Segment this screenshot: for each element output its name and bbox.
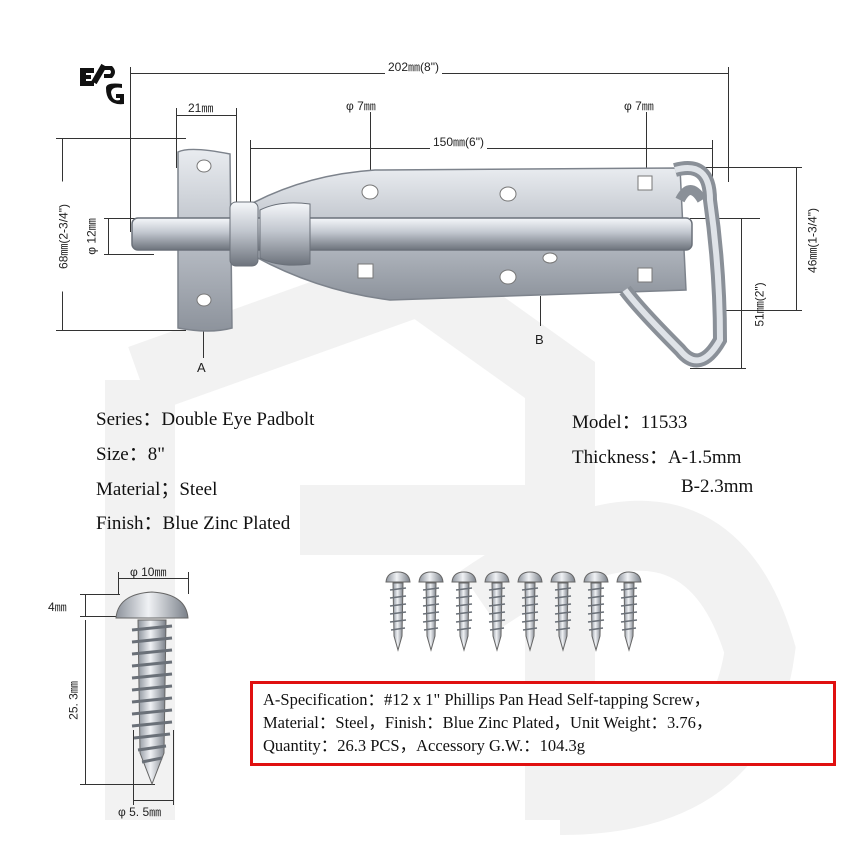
screw-set-image: [385, 571, 642, 651]
label-b: B: [535, 332, 544, 347]
hook-height-label: 46㎜(1-3/4"): [805, 208, 820, 273]
spec-thickness-b: B-2.3mm: [681, 476, 754, 497]
hook-drop-label: 51㎜(2"): [752, 282, 767, 327]
brand-logo: [80, 63, 124, 105]
screw-length: 25. 3㎜: [66, 681, 81, 720]
screw-detail-image: [115, 591, 189, 786]
bolt-length-label: 150㎜(6"): [430, 133, 487, 150]
overall-height-label: 68㎜(2-3/4"): [54, 181, 72, 292]
spec-material: Material；Steel: [96, 479, 218, 500]
accessory-spec-box: A-Specification：#12 x 1" Phillips Pan He…: [250, 681, 836, 766]
screw-head-height: 4㎜: [48, 600, 67, 614]
spec-series: Series：Double Eye Padbolt: [96, 409, 315, 430]
bolt-diameter-label: φ 12㎜: [84, 218, 99, 255]
hole-left-label: φ 7㎜: [346, 99, 376, 113]
hole-right-label: φ 7㎜: [624, 99, 654, 113]
spec-size: Size：8": [96, 444, 165, 465]
spec-finish: Finish：Blue Zinc Plated: [96, 513, 291, 534]
label-a: A: [197, 360, 206, 375]
screw-thread-diameter: φ 5. 5㎜: [118, 805, 162, 819]
spec-thickness: Thickness：A-1.5mm: [572, 447, 742, 468]
spec-model: Model：11533: [572, 412, 688, 433]
screw-head-diameter: φ 10㎜: [130, 565, 167, 579]
plate-width-label: 21㎜: [188, 101, 214, 115]
accessory-spec-line-2: Material：Steel，Finish：Blue Zinc Plated，U…: [263, 713, 713, 732]
padbolt-image: [131, 148, 728, 368]
accessory-spec-line-1: A-Specification：#12 x 1" Phillips Pan He…: [263, 690, 711, 709]
accessory-spec-line-3: Quantity：26.3 PCS，Accessory G.W.：104.3g: [263, 736, 586, 755]
overall-length-label: 202㎜(8"): [385, 58, 442, 75]
